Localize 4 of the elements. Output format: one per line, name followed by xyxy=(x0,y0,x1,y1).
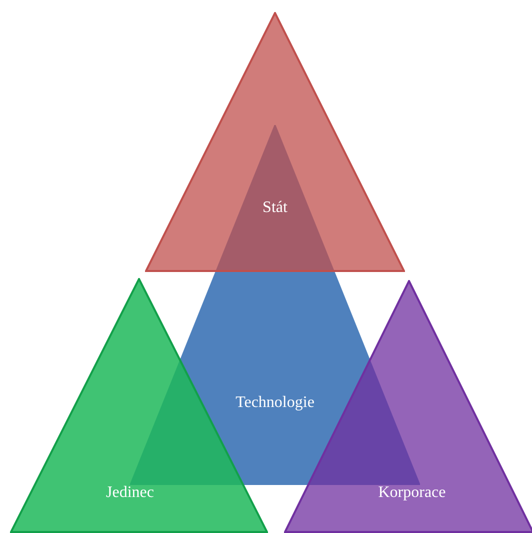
triangle-label: Stát xyxy=(262,200,288,216)
triangle-label: Jedinec xyxy=(106,485,154,501)
triangle-label: Korporace xyxy=(378,485,446,501)
triangle-label: Technologie xyxy=(236,395,314,411)
